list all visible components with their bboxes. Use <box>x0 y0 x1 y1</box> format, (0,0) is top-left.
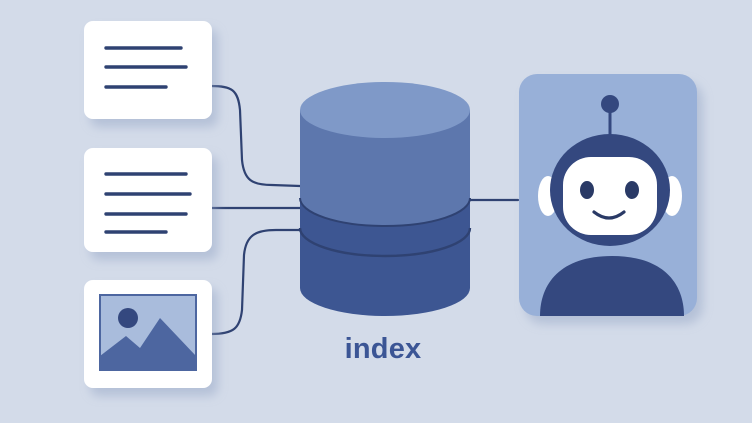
connector-image-to-index <box>209 228 302 336</box>
document-card-2 <box>84 148 212 252</box>
document-card-1 <box>84 21 212 119</box>
assistant-bot-icon <box>538 95 684 316</box>
database-icon <box>298 82 472 316</box>
image-icon <box>99 294 197 371</box>
index-label: index <box>344 333 422 365</box>
document-icon <box>104 172 192 234</box>
connector-doc1-to-index <box>209 84 302 188</box>
connectors <box>209 84 520 336</box>
document-icon <box>104 46 188 89</box>
